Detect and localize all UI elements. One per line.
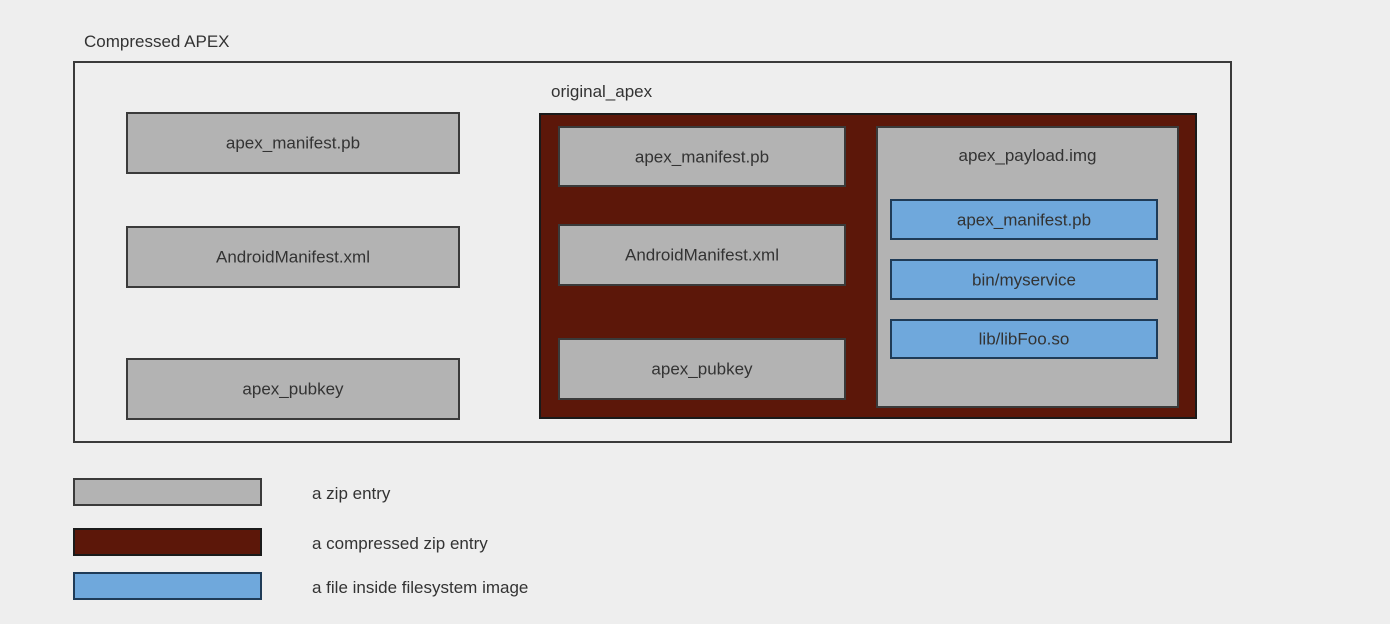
fs-file-apex-manifest: apex_manifest.pb (890, 199, 1158, 240)
inner-zip-entry-android-manifest: AndroidManifest.xml (558, 224, 846, 286)
zip-entry-label: apex_pubkey (242, 379, 344, 399)
inner-zip-entry-label: apex_pubkey (651, 359, 753, 379)
payload-title: apex_payload.img (958, 146, 1097, 165)
fs-file-lib-libfoo: lib/libFoo.so (890, 319, 1158, 359)
inner-zip-entry-label: apex_manifest.pb (634, 147, 770, 166)
legend-label-compressed-zip-entry: a compressed zip entry (312, 534, 488, 553)
legend-label-zip-entry: a zip entry (312, 484, 391, 503)
legend-swatch-compressed-zip-entry (73, 528, 262, 556)
zip-entry-apex-manifest: apex_manifest.pb (126, 112, 460, 174)
inner-zip-entry-apex-manifest: apex_manifest.pb (558, 126, 846, 187)
fs-file-label: bin/myservice (972, 270, 1076, 289)
zip-entry-android-manifest: AndroidManifest.xml (126, 226, 460, 288)
outer-container-title: Compressed APEX (84, 32, 230, 51)
legend-swatch-zip-entry (73, 478, 262, 506)
zip-entry-apex-pubkey: apex_pubkey (126, 358, 460, 420)
zip-entry-label: AndroidManifest.xml (215, 247, 370, 267)
compressed-container-title: original_apex (551, 82, 653, 101)
inner-zip-entry-apex-pubkey: apex_pubkey (558, 338, 846, 400)
zip-entry-label: apex_manifest.pb (225, 133, 361, 153)
outer-container-frame (73, 61, 1232, 443)
legend-label-filesystem-file: a file inside filesystem image (312, 578, 529, 597)
fs-file-label: apex_manifest.pb (956, 210, 1092, 229)
legend-swatch-filesystem-file (73, 572, 262, 600)
fs-file-label: lib/libFoo.so (978, 329, 1070, 349)
inner-zip-entry-label: AndroidManifest.xml (624, 245, 779, 265)
fs-file-bin-myservice: bin/myservice (890, 259, 1158, 300)
